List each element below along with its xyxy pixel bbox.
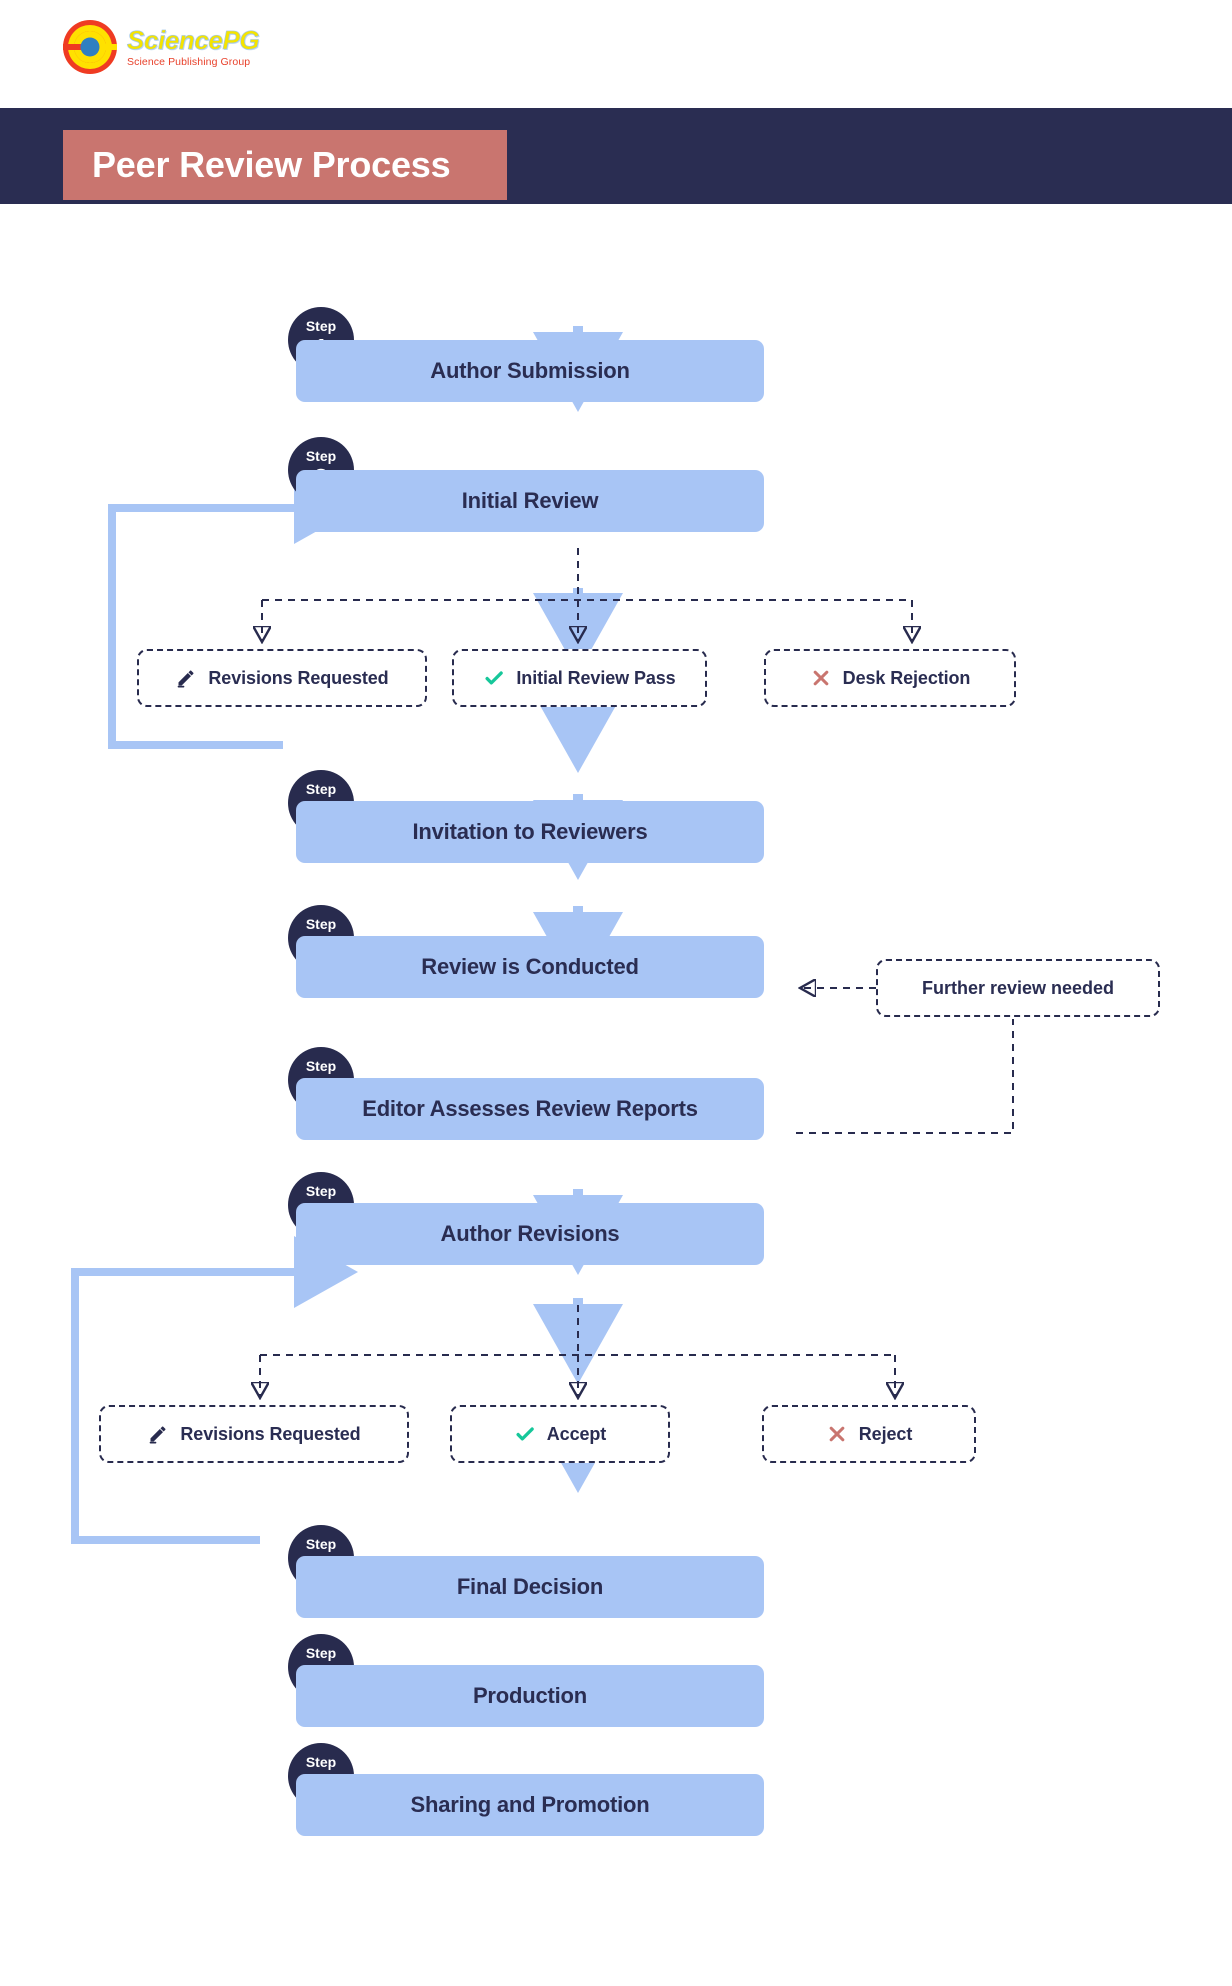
cross-icon — [826, 1423, 848, 1445]
step-badge-label: Step — [305, 1536, 337, 1552]
option-box-revisions-requested-initial[interactable]: Revisions Requested — [137, 649, 427, 707]
check-icon — [483, 667, 505, 689]
step-box-final-decision[interactable]: Final Decision — [296, 1556, 764, 1618]
step-box-review-is-conducted[interactable]: Review is Conducted — [296, 936, 764, 998]
note-label: Further review needed — [921, 977, 1115, 998]
step-label: Invitation to Reviewers — [412, 819, 648, 844]
option-box-desk-rejection[interactable]: Desk Rejection — [764, 649, 1016, 707]
option-label: Desk Rejection — [842, 667, 971, 688]
page-header: SciencePG Science Publishing Group — [0, 0, 1232, 108]
step-label: Review is Conducted — [421, 954, 639, 979]
option-label: Reject — [858, 1423, 913, 1444]
step-box-production[interactable]: Production — [296, 1665, 764, 1727]
step-box-author-submission[interactable]: Author Submission — [296, 340, 764, 402]
option-label: Revisions Requested — [208, 667, 389, 688]
option-box-reject[interactable]: Reject — [762, 1405, 976, 1463]
option-label: Revisions Requested — [180, 1423, 361, 1444]
option-label: Accept — [546, 1423, 607, 1444]
step-box-invitation-to-reviewers[interactable]: Invitation to Reviewers — [296, 801, 764, 863]
step-label: Initial Review — [461, 488, 599, 513]
sciencepg-logo-icon — [62, 19, 118, 75]
option-label: Initial Review Pass — [516, 667, 676, 688]
pencil-icon — [147, 1423, 169, 1445]
page-title: Peer Review Process — [92, 144, 451, 185]
step-badge-label: Step — [305, 1183, 337, 1199]
step-box-editor-assesses-review-reports[interactable]: Editor Assesses Review Reports — [296, 1078, 764, 1140]
step-label: Production — [472, 1683, 588, 1708]
step-label: Sharing and Promotion — [410, 1792, 650, 1817]
option-box-initial-review-pass[interactable]: Initial Review Pass — [452, 649, 707, 707]
pencil-icon — [175, 667, 197, 689]
cross-icon — [810, 667, 832, 689]
step-badge-label: Step — [305, 781, 337, 797]
step-label: Editor Assesses Review Reports — [362, 1096, 698, 1121]
option-box-revisions-requested-final[interactable]: Revisions Requested — [99, 1405, 409, 1463]
step-label: Final Decision — [456, 1574, 604, 1599]
note-box-further-review-needed[interactable]: Further review needed — [876, 959, 1160, 1017]
step-badge-label: Step — [305, 448, 337, 464]
step-badge-label: Step — [305, 318, 337, 334]
step-box-sharing-and-promotion[interactable]: Sharing and Promotion — [296, 1774, 764, 1836]
logo-title: SciencePG — [127, 24, 260, 55]
step-box-initial-review[interactable]: Initial Review — [296, 470, 764, 532]
option-box-accept[interactable]: Accept — [450, 1405, 670, 1463]
step-label: Author Revisions — [440, 1221, 620, 1246]
step-badge-label: Step — [305, 1754, 337, 1770]
check-icon — [514, 1423, 536, 1445]
page-title-box: Peer Review Process — [63, 130, 507, 200]
logo-subtitle: Science Publishing Group — [127, 55, 251, 68]
step-box-author-revisions[interactable]: Author Revisions — [296, 1203, 764, 1265]
logo-wordmark: SciencePG Science Publishing Group — [127, 24, 260, 68]
step-badge-label: Step — [305, 1058, 337, 1074]
step-badge-label: Step — [305, 916, 337, 932]
step-label: Author Submission — [430, 358, 630, 383]
sciencepg-logo[interactable]: SciencePG Science Publishing Group — [62, 16, 277, 78]
step-badge-label: Step — [305, 1645, 337, 1661]
